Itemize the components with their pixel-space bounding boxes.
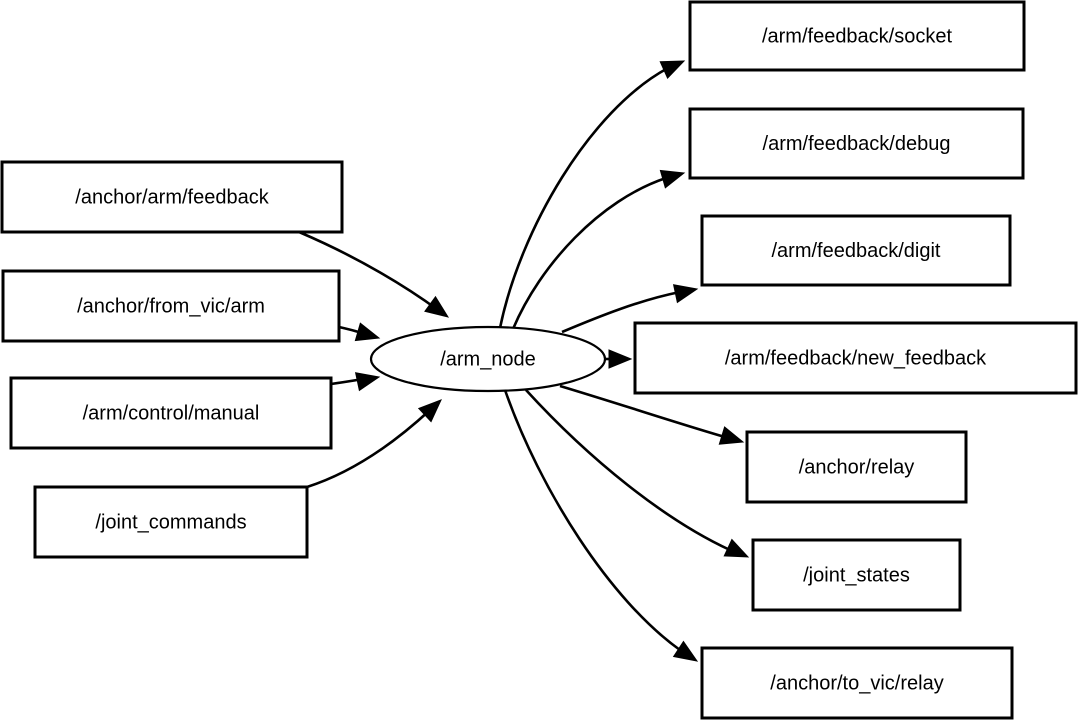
node-label: /arm/feedback/socket xyxy=(762,25,953,47)
edge-line xyxy=(498,66,669,329)
node-label: /anchor/arm/feedback xyxy=(75,186,269,208)
node-label: /joint_commands xyxy=(95,511,246,533)
node-label: /anchor/from_vic/arm xyxy=(77,295,265,317)
edge-arm-node-to-arm-feedback-digit xyxy=(561,284,699,334)
topic-node-arm-feedback-new-feedback[interactable]: /arm/feedback/new_feedback xyxy=(633,321,1078,395)
arrowhead-icon xyxy=(417,399,442,423)
node-arm_node[interactable]: /arm_node xyxy=(369,325,607,393)
edge-arm-node-to-joint-states xyxy=(525,389,750,558)
edge-line xyxy=(559,384,726,439)
node-label: /arm/feedback/debug xyxy=(763,133,951,155)
topic-node-joint-states[interactable]: /joint_states xyxy=(751,538,962,612)
node-box-input[interactable] xyxy=(1,269,341,343)
node-box-output[interactable] xyxy=(745,430,968,504)
arrowhead-icon xyxy=(659,169,686,189)
node-box-output[interactable] xyxy=(700,646,1014,720)
node-box-output[interactable] xyxy=(633,321,1078,395)
edge-line xyxy=(503,389,681,652)
topic-node-arm-control-manual[interactable]: /arm/control/manual xyxy=(9,376,333,450)
topic-node-arm-feedback-socket[interactable]: /arm/feedback/socket xyxy=(688,0,1026,72)
arrowhead-icon xyxy=(659,60,686,80)
edge-line xyxy=(525,389,731,552)
node-box-output[interactable] xyxy=(700,214,1012,287)
edge-line xyxy=(561,290,681,334)
arrowhead-icon xyxy=(424,295,450,318)
edge-arm-node-to-arm-feedback-socket xyxy=(498,60,686,329)
edge-arm-node-to-anchor-relay xyxy=(559,384,745,445)
topic-node-arm-feedback-digit[interactable]: /arm/feedback/digit xyxy=(700,214,1012,287)
arrowhead-icon xyxy=(723,538,750,558)
node-label: /arm/feedback/digit xyxy=(772,240,941,262)
topic-node-joint-commands[interactable]: /joint_commands xyxy=(33,485,309,559)
node-label: /joint_states xyxy=(803,564,910,586)
edge-arm-node-to-arm-feedback-new-feedback xyxy=(605,349,633,369)
arrowhead-icon xyxy=(354,322,381,342)
node-box-output[interactable] xyxy=(688,107,1025,180)
edge-arm-node-to-arm-feedback-debug xyxy=(511,169,686,330)
topic-node-anchor-relay[interactable]: /anchor/relay xyxy=(745,430,968,504)
edge-arm-control-manual-to-arm-node xyxy=(330,372,381,392)
node-box-input[interactable] xyxy=(33,485,309,559)
node-ellipse-center[interactable] xyxy=(369,325,607,393)
edge-arm-node-to-anchor-to-vic-relay xyxy=(503,389,699,662)
edge-anchor-arm-feedback-to-arm-node xyxy=(298,230,450,318)
topic-node-anchor-to-vic-relay[interactable]: /anchor/to_vic/relay xyxy=(700,646,1014,720)
arrowhead-icon xyxy=(718,426,745,445)
arrowhead-icon xyxy=(672,640,699,662)
arrowhead-icon xyxy=(672,284,699,304)
node-label: /arm_node xyxy=(440,348,536,370)
edge-anchor-from-vic-arm-to-arm-node xyxy=(338,322,381,342)
arrowhead-icon xyxy=(608,349,633,369)
node-label: /anchor/relay xyxy=(799,456,915,478)
node-box-output[interactable] xyxy=(751,538,962,612)
node-label: /arm/control/manual xyxy=(83,402,260,424)
arrowhead-icon xyxy=(354,372,381,392)
edges-layer xyxy=(298,60,750,662)
node-label: /arm/feedback/new_feedback xyxy=(725,347,987,369)
node-box-input[interactable] xyxy=(0,160,344,234)
node-box-output[interactable] xyxy=(688,0,1026,72)
edge-joint-commands-to-arm-node xyxy=(306,399,442,489)
edge-line xyxy=(298,230,439,312)
node-label: /anchor/to_vic/relay xyxy=(770,672,943,694)
topic-node-anchor-arm-feedback[interactable]: /anchor/arm/feedback xyxy=(0,160,344,234)
edge-line xyxy=(511,176,667,330)
topic-node-arm-feedback-debug[interactable]: /arm/feedback/debug xyxy=(688,107,1025,180)
topic-node-anchor-from-vic-arm[interactable]: /anchor/from_vic/arm xyxy=(1,269,341,343)
edge-line xyxy=(306,409,431,489)
node-box-input[interactable] xyxy=(9,376,333,450)
